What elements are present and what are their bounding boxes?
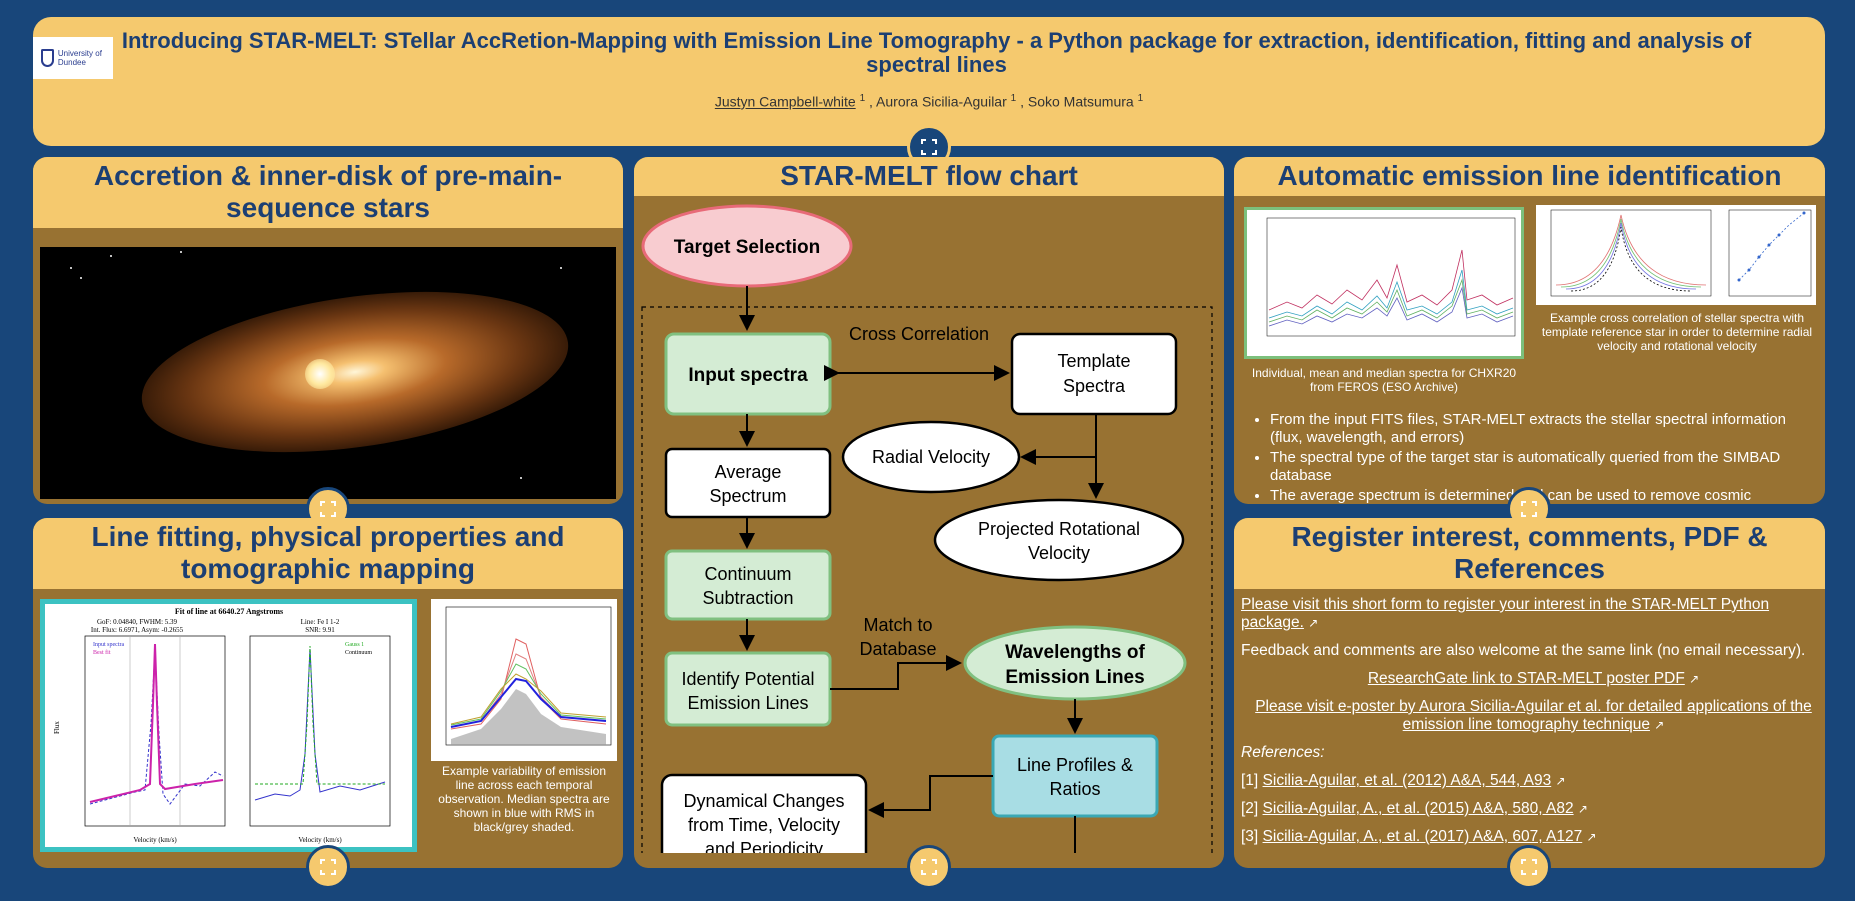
line-fit-plot: Fit of line at 6640.27 Angstroms GoF: 0.… bbox=[40, 599, 417, 852]
svg-text:from Time, Velocity: from Time, Velocity bbox=[688, 815, 840, 835]
node-identify-emission-lines bbox=[664, 651, 832, 727]
external-link-icon: ↗ bbox=[1577, 802, 1588, 816]
expand-icon bbox=[921, 859, 937, 875]
svg-text:Dynamical Changes: Dynamical Changes bbox=[683, 791, 844, 811]
rotational-velocity-plot bbox=[1719, 205, 1816, 305]
panel-title: STAR-MELT flow chart bbox=[634, 157, 1224, 196]
line-fitting-panel: Line fitting, physical properties and to… bbox=[33, 518, 623, 868]
expand-line-fitting-button[interactable] bbox=[306, 845, 350, 889]
cross-correlation-plot bbox=[1536, 205, 1719, 305]
crest-icon bbox=[41, 49, 54, 67]
register-interest-link[interactable]: Please visit this short form to register… bbox=[1241, 596, 1770, 631]
svg-text:Velocity: Velocity bbox=[1028, 543, 1090, 563]
svg-text:Line Profiles &: Line Profiles & bbox=[1017, 755, 1133, 775]
expand-flowchart-button[interactable] bbox=[907, 845, 951, 889]
node-template-spectra bbox=[1010, 332, 1178, 416]
variability-caption: Example variability of emission line acr… bbox=[438, 764, 610, 834]
svg-text:Template: Template bbox=[1057, 351, 1130, 371]
register-panel: Register interest, comments, PDF & Refer… bbox=[1234, 518, 1825, 868]
external-link-icon: ↗ bbox=[1555, 774, 1566, 788]
svg-text:Average: Average bbox=[715, 462, 782, 482]
external-link-icon: ↗ bbox=[1654, 718, 1665, 732]
eposter-link[interactable]: Please visit e-poster by Aurora Sicilia-… bbox=[1255, 698, 1812, 733]
reference-link[interactable]: Sicilia-Aguilar, A., et al. (2017) A&A, … bbox=[1262, 828, 1583, 845]
list-item: The spectral type of the target star is … bbox=[1270, 449, 1810, 485]
svg-text:Match to: Match to bbox=[863, 615, 932, 635]
svg-text:Input spectra: Input spectra bbox=[93, 642, 124, 648]
svg-text:Flux: Flux bbox=[53, 721, 61, 734]
references-label: References: bbox=[1241, 744, 1325, 761]
svg-text:and Periodicity: and Periodicity bbox=[705, 839, 823, 853]
svg-text:Target Selection: Target Selection bbox=[674, 237, 820, 258]
plot-title: Fit of line at 6640.27 Angstroms bbox=[175, 607, 283, 616]
svg-text:Continuum: Continuum bbox=[345, 650, 372, 656]
node-continuum-subtraction bbox=[664, 549, 832, 621]
flowchart-panel: STAR-MELT flow chart Target Selection In… bbox=[634, 157, 1224, 868]
svg-text:Input spectra: Input spectra bbox=[688, 365, 808, 386]
svg-text:Gauss 1: Gauss 1 bbox=[345, 642, 364, 648]
svg-text:Int. Flux: 6.6971, Asym: -0.26: Int. Flux: 6.6971, Asym: -0.2655 bbox=[91, 626, 184, 634]
expand-icon bbox=[921, 139, 937, 155]
node-average-spectrum bbox=[664, 447, 832, 519]
svg-text:Spectrum: Spectrum bbox=[709, 486, 786, 506]
panel-title: Line fitting, physical properties and to… bbox=[33, 518, 623, 589]
svg-text:Velocity (km/s): Velocity (km/s) bbox=[298, 836, 342, 844]
svg-text:Emission Lines: Emission Lines bbox=[1005, 667, 1144, 688]
poster-header: University of Dundee Introducing STAR-ME… bbox=[33, 17, 1825, 146]
protoplanetary-disk-image bbox=[40, 247, 616, 499]
expand-icon bbox=[1521, 859, 1537, 875]
svg-text:Emission Lines: Emission Lines bbox=[687, 693, 808, 713]
logo-text: University of Dundee bbox=[57, 49, 102, 67]
author-link[interactable]: Justyn Campbell-white bbox=[714, 93, 856, 110]
reference-link[interactable]: Sicilia-Aguilar, et al. (2012) A&A, 544,… bbox=[1262, 772, 1552, 789]
svg-text:Cross Correlation: Cross Correlation bbox=[849, 324, 989, 344]
node-line-profiles-ratios bbox=[991, 734, 1159, 818]
svg-text:Wavelengths of: Wavelengths of bbox=[1005, 642, 1145, 663]
svg-text:Projected Rotational: Projected Rotational bbox=[978, 519, 1140, 539]
reference-link[interactable]: Sicilia-Aguilar, A., et al. (2015) A&A, … bbox=[1262, 800, 1574, 817]
external-link-icon: ↗ bbox=[1689, 672, 1700, 686]
expand-register-button[interactable] bbox=[1507, 845, 1551, 889]
variability-plot bbox=[431, 599, 617, 761]
svg-text:Line: Fe I 1-2: Line: Fe I 1-2 bbox=[301, 618, 340, 626]
author-name: Soko Matsumura bbox=[1027, 93, 1134, 110]
svg-text:Continuum: Continuum bbox=[704, 564, 791, 584]
svg-text:Spectra: Spectra bbox=[1063, 376, 1126, 396]
poster-title: Introducing STAR-MELT: STellar AccRetion… bbox=[121, 28, 1752, 77]
accretion-panel: Accretion & inner-disk of pre-main-seque… bbox=[33, 157, 623, 504]
spectra-plot bbox=[1244, 207, 1524, 359]
svg-text:SNR: 9.91: SNR: 9.91 bbox=[305, 626, 335, 634]
expand-icon bbox=[320, 501, 336, 517]
node-projected-rotational-velocity bbox=[933, 498, 1185, 582]
expand-icon bbox=[320, 859, 336, 875]
list-item: From the input FITS files, STAR-MELT ext… bbox=[1270, 411, 1810, 447]
spectra-caption: Individual, mean and median spectra for … bbox=[1251, 366, 1517, 394]
svg-text:Identify Potential: Identify Potential bbox=[681, 669, 814, 689]
external-link-icon: ↗ bbox=[1586, 830, 1597, 844]
node-dynamical-changes bbox=[660, 773, 868, 853]
expand-icon bbox=[1521, 501, 1537, 517]
feedback-text: Feedback and comments are also welcome a… bbox=[1241, 642, 1806, 659]
external-link-icon: ↗ bbox=[1308, 616, 1319, 630]
svg-text:GoF: 0.04840, FWHM: 5.39: GoF: 0.04840, FWHM: 5.39 bbox=[97, 618, 178, 626]
cross-correlation-caption: Example cross correlation of stellar spe… bbox=[1541, 311, 1813, 353]
panel-title: Automatic emission line identification bbox=[1234, 157, 1825, 196]
panel-title: Register interest, comments, PDF & Refer… bbox=[1234, 518, 1825, 589]
emission-panel: Automatic emission line identification I… bbox=[1234, 157, 1825, 504]
svg-text:Best fit: Best fit bbox=[93, 649, 111, 656]
svg-text:Velocity (km/s): Velocity (km/s) bbox=[133, 836, 177, 844]
authors-line: Justyn Campbell-white 1 , Aurora Sicilia… bbox=[714, 93, 1144, 110]
node-radial-velocity bbox=[841, 420, 1021, 494]
svg-text:Subtraction: Subtraction bbox=[702, 588, 793, 608]
flowchart-diagram: Target Selection Input spectra Cross Cor… bbox=[641, 204, 1213, 853]
node-wavelengths-of-emission-lines bbox=[963, 625, 1187, 701]
panel-title: Accretion & inner-disk of pre-main-seque… bbox=[33, 157, 623, 228]
author-name: Aurora Sicilia-Aguilar bbox=[876, 93, 1007, 110]
svg-text:Radial Velocity: Radial Velocity bbox=[872, 447, 990, 467]
register-content: Please visit this short form to register… bbox=[1241, 596, 1825, 856]
svg-text:Ratios: Ratios bbox=[1049, 779, 1100, 799]
university-logo: University of Dundee bbox=[33, 37, 113, 79]
svg-text:Database: Database bbox=[859, 639, 936, 659]
researchgate-link[interactable]: ResearchGate link to STAR-MELT poster PD… bbox=[1367, 670, 1685, 687]
